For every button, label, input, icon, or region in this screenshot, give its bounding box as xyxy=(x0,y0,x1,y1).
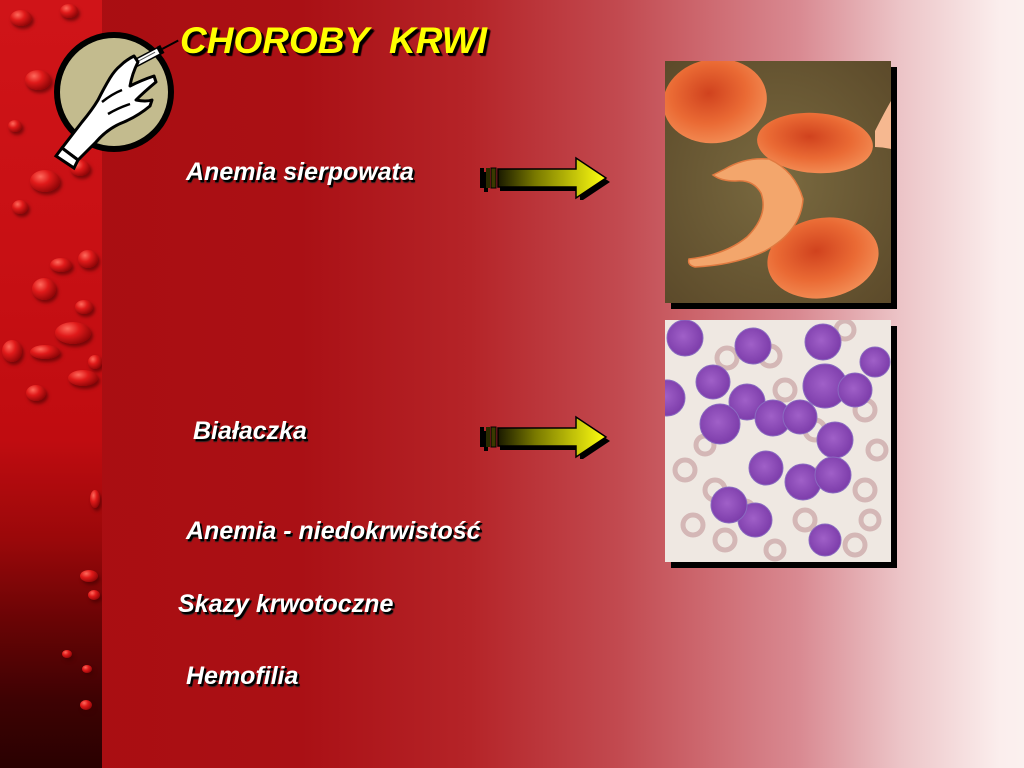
droplet xyxy=(80,700,92,710)
hand-with-syringe-icon xyxy=(52,30,179,171)
droplet xyxy=(30,345,60,359)
droplet xyxy=(88,355,102,369)
item-hemofilia: Hemofilia xyxy=(186,662,299,690)
droplet xyxy=(30,170,60,192)
droplet xyxy=(32,278,56,300)
droplet xyxy=(12,200,28,214)
right-arrow-icon xyxy=(480,156,610,200)
droplet xyxy=(62,650,72,658)
droplet xyxy=(26,385,46,401)
droplet xyxy=(90,490,100,508)
droplet xyxy=(60,4,78,18)
droplet xyxy=(25,70,51,90)
droplet xyxy=(88,590,100,600)
droplet xyxy=(75,300,93,314)
item-skazy-krwotoczne: Skazy krwotoczne xyxy=(178,590,394,618)
slide-title: CHOROBY KRWI xyxy=(180,20,487,61)
item-anemia-sierpowata: Anemia sierpowata xyxy=(186,158,414,186)
droplet xyxy=(78,250,98,268)
droplet xyxy=(8,120,22,132)
droplet xyxy=(68,370,98,386)
droplet xyxy=(2,340,22,362)
droplet xyxy=(55,322,91,344)
sickle-cell-image xyxy=(665,61,891,303)
droplet xyxy=(82,665,92,673)
right-arrow-icon xyxy=(480,415,610,459)
item-anemia-niedokrwistosc: Anemia - niedokrwistość xyxy=(186,517,481,545)
droplet xyxy=(10,10,32,26)
item-bialaczka: Białaczka xyxy=(193,417,307,445)
droplet xyxy=(80,570,98,582)
droplet xyxy=(50,258,72,272)
leukemia-smear-image xyxy=(665,320,891,562)
